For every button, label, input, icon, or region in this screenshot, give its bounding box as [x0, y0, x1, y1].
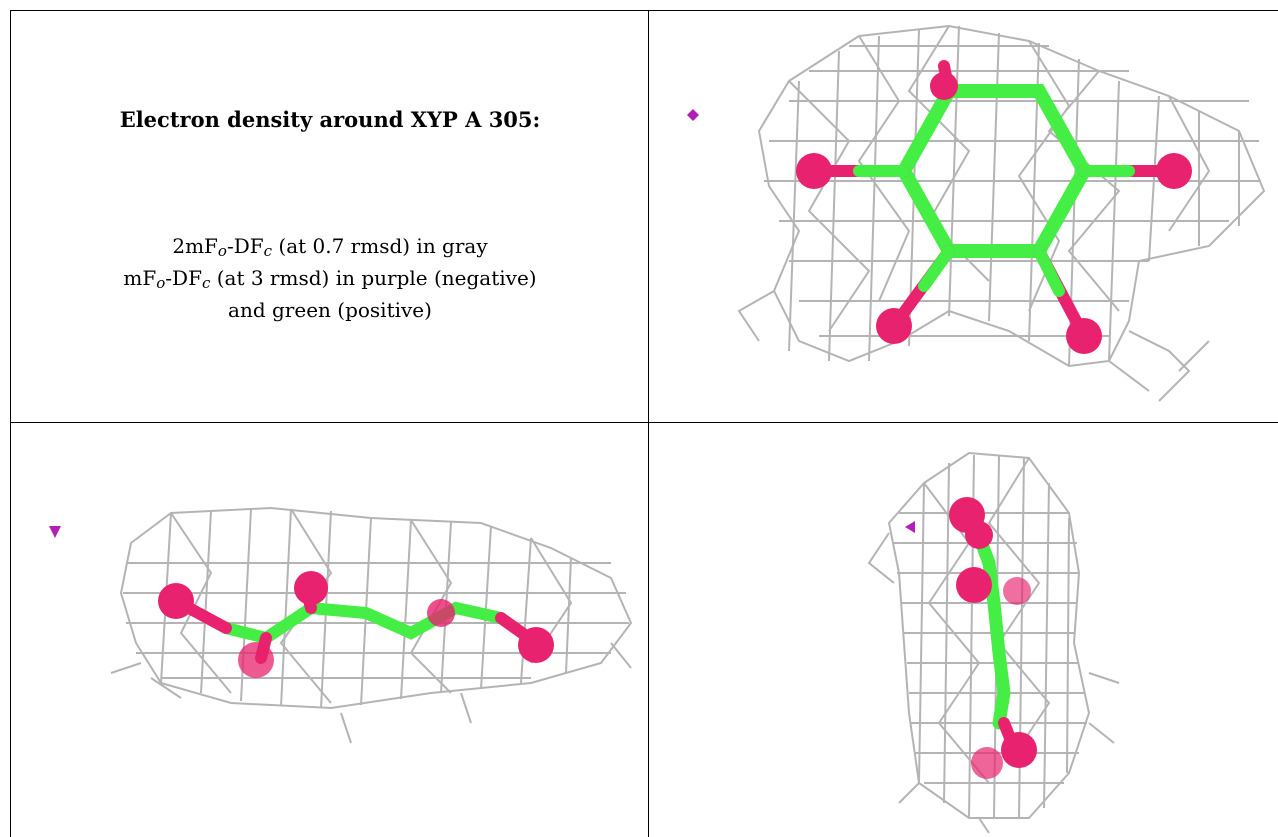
border-middle: [10, 422, 1278, 423]
density-image-end: [867, 451, 1120, 834]
panel-top-view: [649, 11, 1278, 422]
oxygen-atom: [158, 583, 194, 619]
negative-density-top: [687, 109, 699, 121]
oxygen-atom: [796, 153, 832, 189]
figure-grid: Electron density around XYP A 305: 2mFo-…: [10, 10, 1278, 837]
mesh-top: [737, 24, 1266, 402]
oxygen-atom: [965, 521, 993, 549]
border-center: [648, 10, 649, 837]
panel-side-view: [11, 423, 648, 837]
oxygen-atom: [971, 747, 1003, 779]
mesh-side: [110, 506, 633, 744]
legend-line-2: mFo-DFc (at 3 rmsd) in purple (negative): [123, 266, 537, 292]
molecule-end: [949, 497, 1037, 779]
carbon-chain-end: [967, 516, 1011, 730]
legend-line-3: and green (positive): [228, 298, 432, 322]
oxygen-atom: [1001, 732, 1037, 768]
molecule-top: [796, 60, 1192, 354]
panel-end-view: [649, 423, 1278, 837]
legend-line-1: 2mFo-DFc (at 0.7 rmsd) in gray: [172, 234, 488, 260]
negative-density-end: [905, 521, 915, 533]
oxygen-atom: [1156, 153, 1192, 189]
oxygen-atom: [518, 627, 554, 663]
legend-text: 2mFo-DFc (at 0.7 rmsd) in gray mFo-DFc (…: [11, 233, 648, 324]
molecule-side: [158, 571, 554, 678]
negative-density-side: [49, 526, 61, 538]
oxygen-atom: [956, 567, 992, 603]
density-image-side: [49, 506, 633, 744]
oxygen-atom: [930, 72, 958, 100]
oxygen-atom: [876, 308, 912, 344]
figure-title: Electron density around XYP A 305:: [119, 107, 541, 132]
mesh-outline-side: [119, 506, 633, 710]
border-left: [10, 10, 11, 837]
description-cell: Electron density around XYP A 305: 2mFo-…: [11, 11, 648, 422]
density-image-top: [687, 24, 1266, 402]
oxygen-atom: [294, 571, 328, 605]
oxygen-atom: [1066, 318, 1102, 354]
oxygen-atom: [427, 599, 455, 627]
oxygen-atom: [238, 642, 274, 678]
border-top: [10, 10, 1278, 11]
oxygen-atom: [1003, 577, 1031, 605]
